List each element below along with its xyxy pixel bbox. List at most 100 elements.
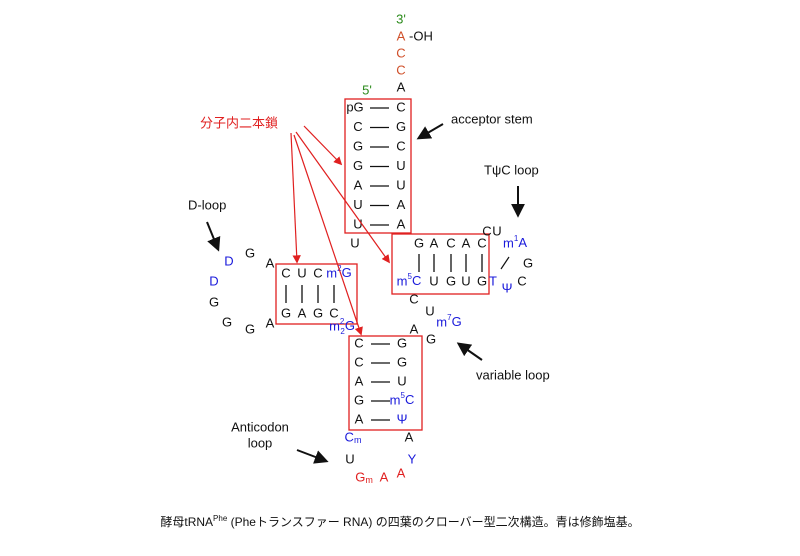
caption-part1: 酵母tRNA — [160, 515, 214, 529]
nucleotide: A — [355, 411, 364, 426]
t-arm-base-pairs — [418, 254, 483, 272]
nucleotide: G — [353, 158, 363, 173]
anticodon-a2: A — [380, 469, 389, 484]
variable-c: C — [409, 291, 418, 306]
t-loop-c: C — [482, 223, 491, 238]
terminal-c1: C — [396, 45, 405, 60]
anticodon-cm: Cm — [345, 429, 362, 445]
nucleotide: Ψ — [397, 411, 408, 426]
variable-loop-arrow — [456, 342, 483, 361]
nucleotide: A — [354, 177, 363, 192]
d-arm-base-pairs — [285, 285, 335, 303]
intramolecular-duplex-label: 分子内二本鎖 — [200, 115, 278, 130]
t-loop-bond — [500, 256, 510, 270]
nucleotide: G — [414, 235, 424, 250]
acceptor-base-pairs — [370, 107, 389, 226]
d-loop-label: D-loop — [188, 197, 226, 212]
anticodon-loop-label-2: loop — [248, 435, 273, 450]
three-prime-label: 3' — [396, 11, 406, 26]
anticodon-base-pairs — [371, 343, 390, 421]
nucleotide: C — [477, 235, 486, 250]
d-loop-a2: A — [266, 315, 275, 330]
tpsic-loop-label: TψC loop — [484, 162, 539, 177]
anticodon-loop-arrow — [296, 449, 329, 464]
terminal-a: A — [397, 28, 406, 43]
nucleotide: C — [281, 265, 290, 280]
nucleotide: G — [446, 273, 456, 288]
nucleotide: G — [397, 354, 407, 369]
anticodon-u: U — [345, 451, 354, 466]
t-loop-c2: C — [517, 273, 526, 288]
d-loop-g4: G — [245, 321, 255, 336]
nucleotide: A — [430, 235, 439, 250]
d-loop-g3: G — [222, 314, 232, 329]
variable-a: A — [410, 321, 419, 336]
nucleotide: m5C — [397, 272, 422, 288]
nucleotide: U — [461, 273, 470, 288]
nucleotide: A — [397, 216, 406, 231]
variable-m7g: m7G — [436, 313, 461, 329]
anticodon-stem-box — [348, 335, 423, 431]
nucleotide: U — [396, 158, 405, 173]
terminal-a2: A — [397, 79, 406, 94]
nucleotide: A — [298, 305, 307, 320]
nucleotide: U — [396, 177, 405, 192]
d-loop-g1: G — [245, 245, 255, 260]
nucleotide: C — [396, 99, 405, 114]
nucleotide: U — [297, 265, 306, 280]
oh-label: -OH — [409, 28, 433, 43]
t-loop-t: T — [489, 273, 497, 288]
d-arm-box — [275, 263, 358, 325]
red-arrow-d-arm — [290, 132, 301, 264]
nucleotide: G — [396, 119, 406, 134]
d-loop-d1: D — [224, 253, 233, 268]
nucleotide: G — [281, 305, 291, 320]
nucleotide: G — [313, 305, 323, 320]
nucleotide: C — [329, 305, 338, 320]
nucleotide: C — [313, 265, 322, 280]
nucleotide: G — [353, 138, 363, 153]
figure-caption: 酵母tRNAPhe (Pheトランスファー RNA) の四葉のクローバー型二次構… — [0, 513, 800, 530]
nucleotide: C — [396, 138, 405, 153]
t-loop-u: U — [492, 223, 501, 238]
nucleotide: pG — [346, 99, 363, 114]
junction-u: U — [350, 235, 359, 250]
red-arrow-t-arm — [295, 131, 390, 264]
nucleotide: U — [353, 197, 362, 212]
nucleotide: U — [429, 273, 438, 288]
nucleotide: G — [397, 335, 407, 350]
terminal-c2: C — [396, 62, 405, 77]
anticodon-y: Y — [408, 451, 417, 466]
d-loop-a: A — [266, 255, 275, 270]
t-arm-box — [391, 233, 490, 295]
red-arrow-anticodon — [293, 134, 363, 336]
acceptor-stem-label: acceptor stem — [451, 111, 533, 126]
caption-part2: (Pheトランスファー RNA) の四葉のクローバー型二次構造。青は修飾塩基。 — [227, 515, 640, 529]
nucleotide: C — [354, 335, 363, 350]
variable-loop-label: variable loop — [476, 367, 550, 382]
red-arrow-acceptor — [303, 125, 343, 166]
nucleotide: G — [354, 392, 364, 407]
d-loop-d2: D — [209, 273, 218, 288]
t-loop-m1a: m1A — [503, 234, 527, 250]
nucleotide: A — [397, 197, 406, 212]
t-loop-g: G — [523, 255, 533, 270]
nucleotide: U — [397, 373, 406, 388]
nucleotide: U — [353, 216, 362, 231]
variable-u: U — [425, 303, 434, 318]
nucleotide: G — [477, 273, 487, 288]
nucleotide: m2G — [326, 264, 351, 280]
anticodon-a3: A — [397, 465, 406, 480]
anticodon-a1: A — [405, 429, 414, 444]
d-loop-g2: G — [209, 294, 219, 309]
nucleotide: m5C — [390, 391, 415, 407]
nucleotide: C — [353, 119, 362, 134]
d-arm-top-strand: CUCm2G — [281, 264, 351, 280]
